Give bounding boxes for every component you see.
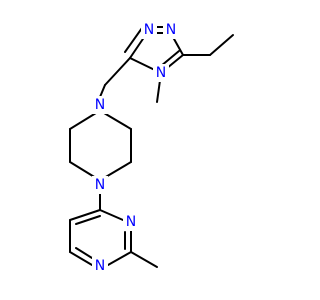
structure-svg: N N N N N N N bbox=[69, 21, 234, 275]
bond-triazole-ch2 bbox=[104, 57, 131, 86]
bond-pym-c4-n3 bbox=[99, 209, 124, 221]
atom-n-triazole-top-left: N bbox=[144, 22, 154, 38]
bond-pym-methyl bbox=[130, 251, 158, 268]
bond-pz-4 bbox=[69, 161, 97, 179]
atom-n-triazole-methyl: N bbox=[156, 65, 166, 81]
bond-pym-c5-c4 bbox=[69, 209, 101, 221]
bond-pym-c2-n1 bbox=[107, 251, 132, 266]
bond-pz-6 bbox=[69, 112, 97, 130]
bond-pz-3 bbox=[103, 161, 132, 179]
atom-n-pyrimidine-upper: N bbox=[126, 214, 136, 230]
atom-n-piperazine-bottom: N bbox=[95, 177, 105, 193]
bond-pz-1 bbox=[103, 112, 132, 130]
atom-n-pyrimidine-lower: N bbox=[95, 258, 105, 274]
bond-pym-n1-c6-double bbox=[75, 247, 93, 259]
bond-c3-n4-double bbox=[160, 50, 180, 67]
atom-labels: N N N N N N N bbox=[92, 21, 179, 275]
bond-ch2-piperazine-n bbox=[99, 84, 106, 98]
bond-ethyl-ch3 bbox=[209, 34, 234, 56]
piperazine-ring bbox=[69, 112, 132, 179]
bond-pym-n1-c6 bbox=[69, 251, 93, 266]
atom-n-triazole-top-right: N bbox=[166, 22, 176, 38]
bond-c5-n1-double bbox=[124, 27, 143, 53]
pyrimidine-ring bbox=[69, 209, 132, 266]
bond-pym-c5-c4-double bbox=[75, 215, 101, 225]
molecule-diagram: N N N N N N N bbox=[69, 21, 234, 275]
atom-n-piperazine-top: N bbox=[95, 97, 105, 113]
